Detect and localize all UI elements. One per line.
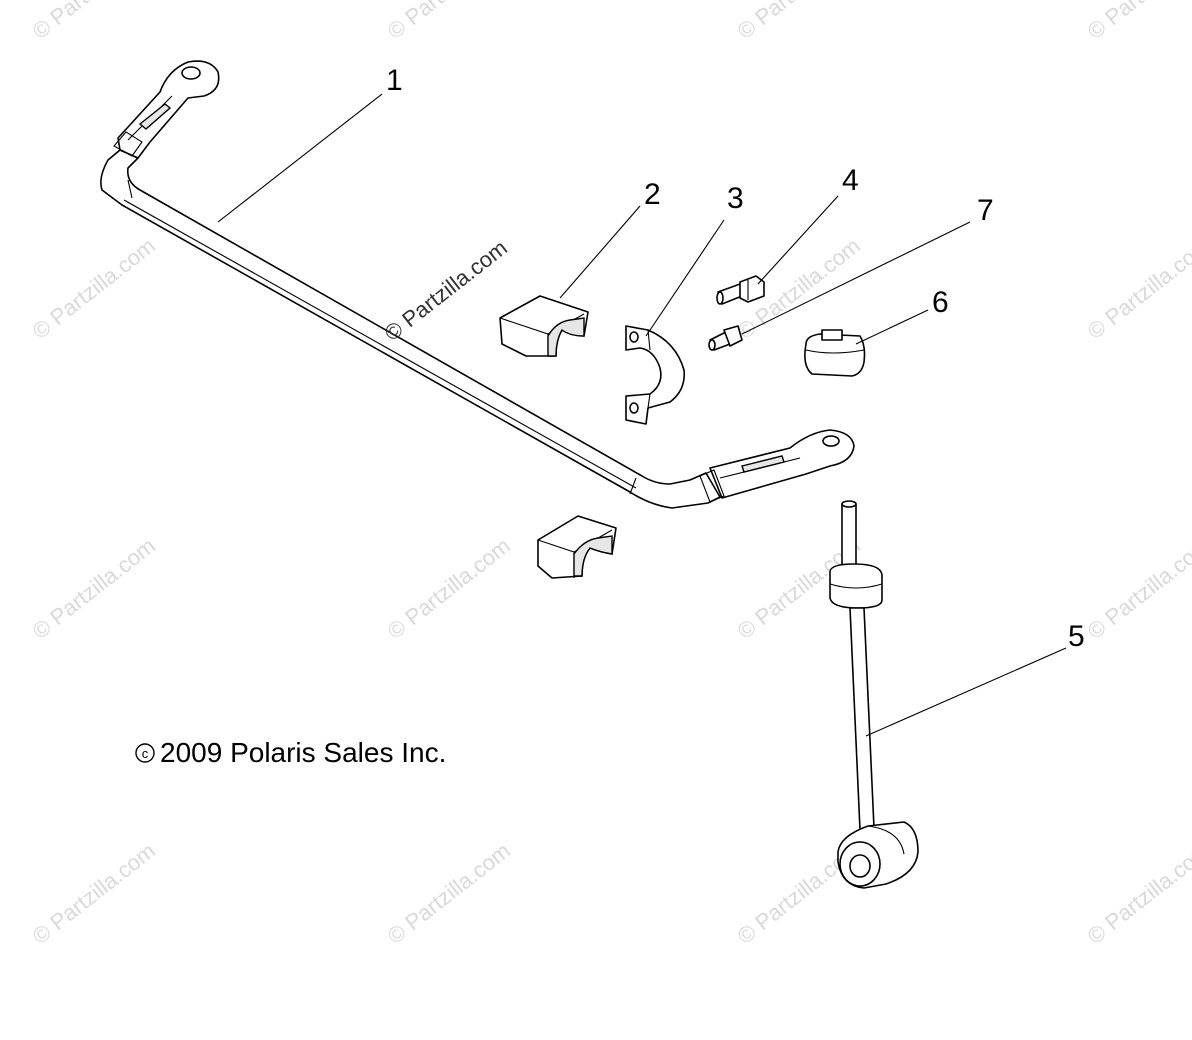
copyright-symbol: c [142, 746, 149, 761]
copyright-text: 2009 Polaris Sales Inc. [160, 737, 446, 768]
watermark-text: © Partzilla.com [1083, 533, 1192, 644]
watermark-text: © Partzilla.com [1083, 838, 1192, 949]
callout-7[interactable]: 7 [977, 194, 994, 227]
watermark-text: © Partzilla.com [733, 0, 865, 44]
stabilizer-bar[interactable] [100, 60, 855, 509]
leader-lines [217, 93, 1067, 737]
leader-4 [757, 195, 839, 285]
watermark-text: © Partzilla.com [28, 0, 160, 44]
callout-3[interactable]: 3 [727, 182, 744, 215]
bushing-lower[interactable] [537, 515, 617, 579]
watermark-text: © Partzilla.com [383, 533, 515, 644]
watermark-text: © Partzilla.com [383, 838, 515, 949]
small-nut[interactable] [708, 325, 743, 351]
bushing-upper[interactable] [499, 295, 589, 357]
callout-labels: 1 2 3 4 5 6 7 [386, 64, 1085, 653]
callout-5[interactable]: 5 [1068, 620, 1085, 653]
copyright-notice: c 2009 Polaris Sales Inc. [135, 737, 446, 768]
watermark-text: © Partzilla.com [1083, 0, 1192, 44]
watermark-text: © Partzilla.com [28, 533, 160, 644]
copyright-circle-icon [135, 743, 155, 763]
center-watermark: © Partzilla.com [380, 235, 512, 346]
grommet[interactable] [804, 329, 866, 377]
callout-1[interactable]: 1 [386, 64, 403, 97]
watermark-text: © Partzilla.com [383, 0, 515, 44]
leader-2 [559, 205, 641, 299]
link-rod[interactable] [829, 500, 919, 889]
bolt[interactable] [716, 275, 765, 305]
leader-3 [645, 219, 725, 337]
watermark-text: © Partzilla.com [28, 838, 160, 949]
leader-6 [855, 309, 929, 345]
callout-2[interactable]: 2 [644, 178, 661, 211]
leader-1 [217, 93, 383, 223]
watermark-text: © Partzilla.com [1083, 233, 1192, 344]
watermark-text: © Partzilla.com [28, 233, 160, 344]
clamp-bracket[interactable] [625, 325, 686, 425]
callout-6[interactable]: 6 [932, 286, 949, 319]
leader-5 [865, 647, 1067, 737]
leader-7 [741, 221, 971, 335]
callout-4[interactable]: 4 [842, 164, 859, 197]
